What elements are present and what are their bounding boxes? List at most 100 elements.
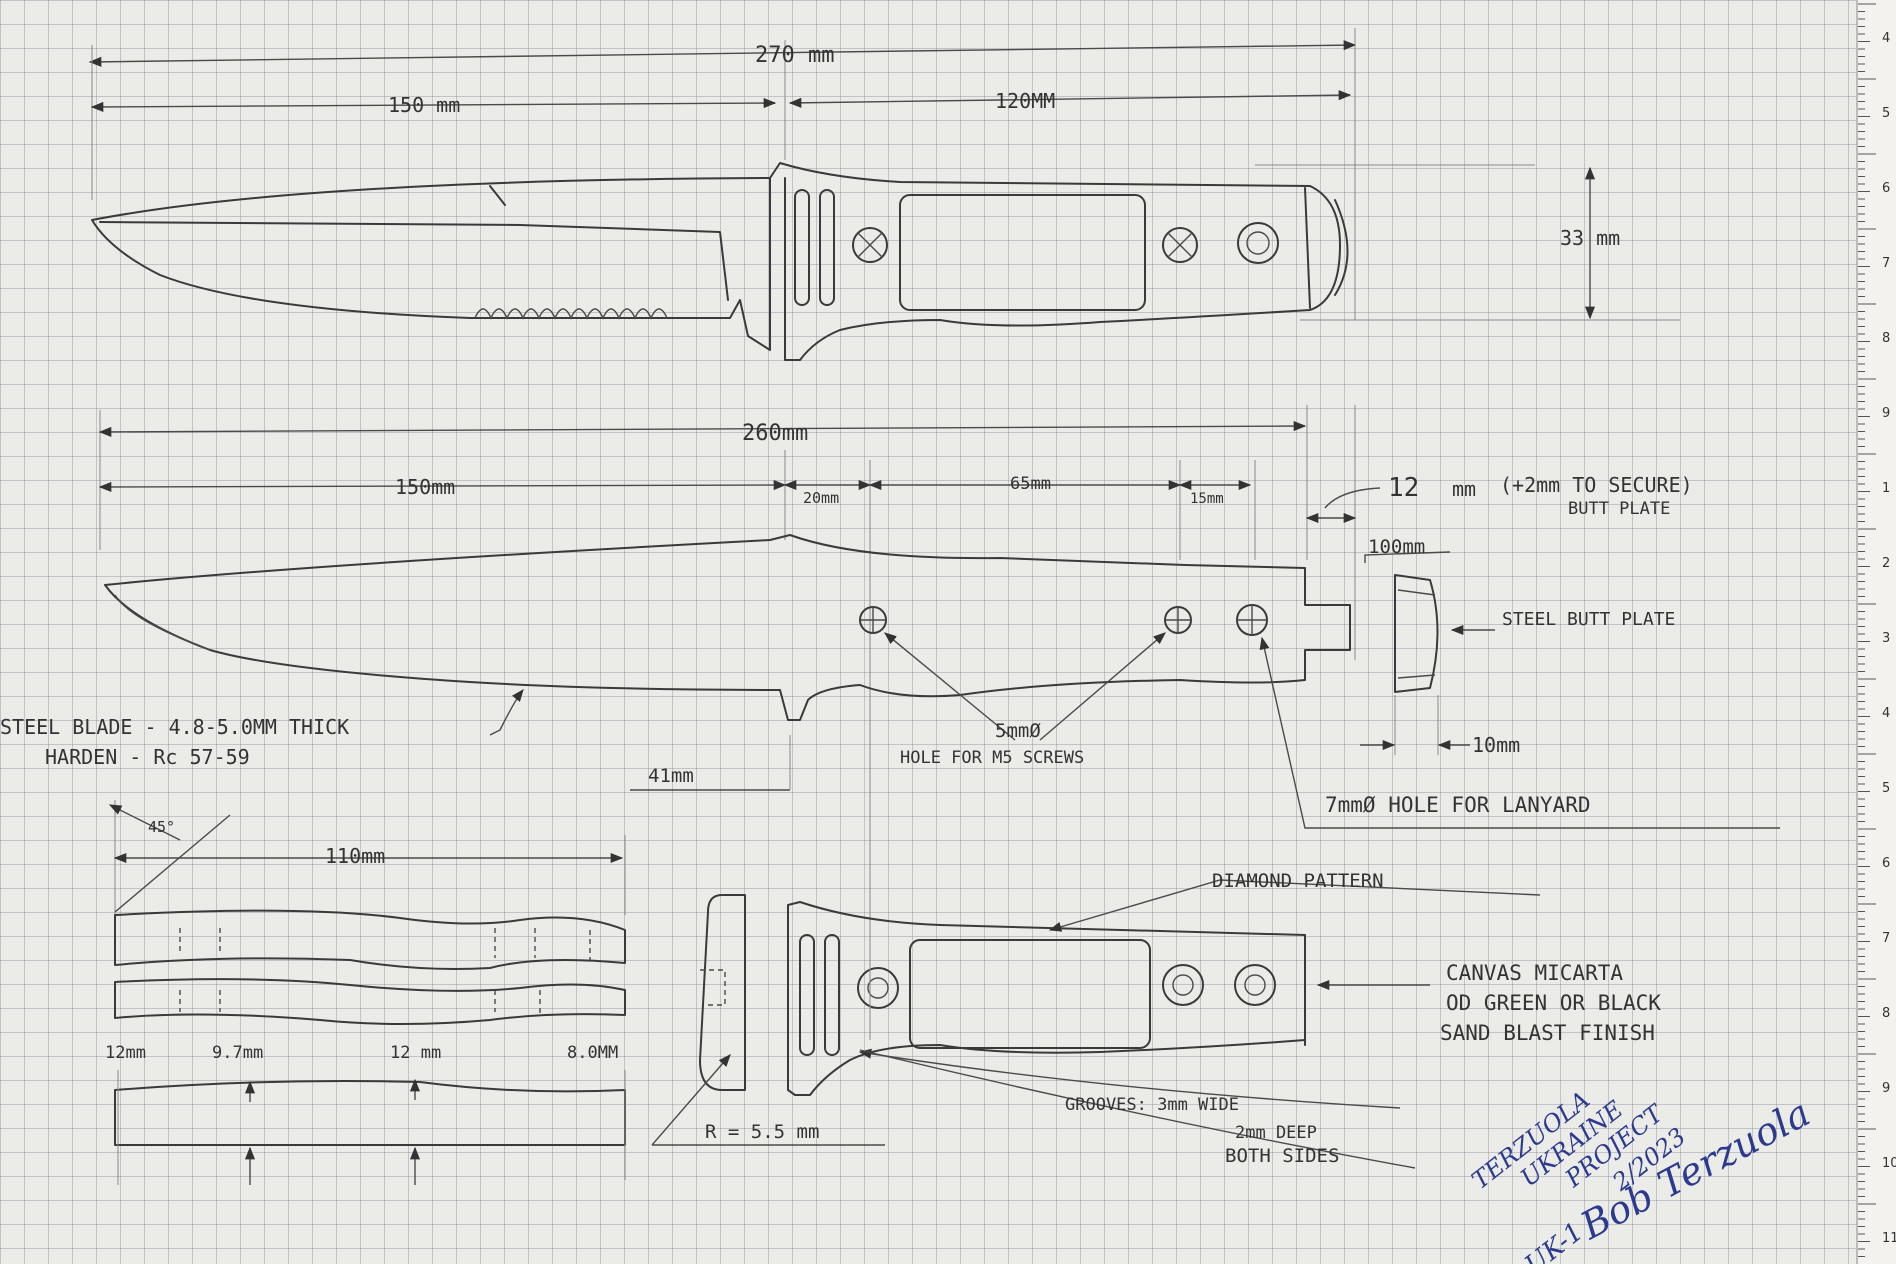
guard-detail-view (108, 800, 626, 1185)
note-butt-plate: STEEL BUTT PLATE (1502, 609, 1675, 630)
note-hole-size: 5mmØ (995, 720, 1041, 742)
hidden-lines (179, 928, 591, 1015)
note-steel-blade: STEEL BLADE - 4.8-5.0MM THICK (0, 715, 349, 739)
label-9-7mm: 9.7mm (212, 1043, 263, 1063)
edge-bevel (114, 594, 211, 651)
guard-hidden (700, 969, 726, 1006)
note-lanyard: 7mmØ HOLE FOR LANYARD (1325, 793, 1591, 817)
note-grooves-1: GROOVES: 3mm WIDE (1065, 1095, 1239, 1115)
dimension-labels: 270 mm 150 mm 120MM 33 mm 260mm 150mm 20… (105, 43, 1693, 1143)
lanyard-hole (1237, 222, 1279, 264)
assembled-knife-view (88, 28, 1680, 361)
dim-line-150 (90, 98, 777, 112)
micarta-scale (899, 194, 1146, 311)
ruler-number: 6 (1882, 856, 1890, 871)
leader-12 (1324, 487, 1381, 509)
label-100mm: 100mm (1368, 536, 1425, 558)
groove-1 (794, 189, 810, 306)
maker-stamp: TERZUOLA UKRAINE PROJECT 2/2023 UK-1 (1466, 1086, 1691, 1264)
ruler-number: 11 (1882, 1231, 1896, 1246)
label-20mm: 20mm (803, 489, 839, 507)
label-butt-note-1: (+2mm TO SECURE) (1500, 473, 1693, 497)
knife-drawing: 270 mm 150 mm 120MM 33 mm 260mm 150mm 20… (0, 28, 1817, 1264)
ruler-number: 10 (1882, 1156, 1896, 1171)
leader-100 (1364, 551, 1451, 563)
ruler-number: 9 (1882, 1081, 1890, 1096)
tang-profile-view (98, 405, 1780, 1040)
leader-hole-2 (1039, 632, 1166, 741)
note-grooves-3: BOTH SIDES (1225, 1145, 1339, 1167)
screw-2 (1162, 227, 1198, 263)
bevel-arc (108, 804, 181, 841)
label-12: 12 (1388, 473, 1419, 503)
leader-hole-1 (884, 632, 1016, 741)
label-270mm: 270 mm (755, 43, 834, 68)
thickness-profile (114, 1080, 626, 1146)
ruler-number: 5 (1882, 781, 1890, 796)
ruler-number: 9 (1882, 406, 1890, 421)
ruler-number: 1 (1882, 481, 1890, 496)
dim-line-260 (98, 421, 1307, 437)
label-45deg: 45° (148, 818, 175, 836)
label-radius: R = 5.5 mm (705, 1121, 819, 1143)
ruler-number: 5 (1882, 106, 1890, 121)
note-grooves-2: 2mm DEEP (1235, 1123, 1317, 1143)
leader-grooves-1 (858, 1048, 1401, 1109)
micarta-scale-detail (909, 939, 1151, 1049)
stamp-line-5: UK-1 (1520, 1217, 1590, 1264)
guard-end-view (699, 894, 746, 1091)
label-33mm: 33 mm (1560, 226, 1620, 250)
label-41mm: 41mm (648, 765, 694, 787)
leader-grooves-2 (859, 1049, 1416, 1169)
dim-line-120 (788, 90, 1352, 108)
note-micarta-2: OD GREEN OR BLACK (1446, 991, 1661, 1015)
label-120mm: 120MM (995, 89, 1055, 113)
dim-line-150b (98, 479, 787, 493)
note-micarta-3: SAND BLAST FINISH (1440, 1021, 1655, 1045)
label-260mm: 260mm (742, 421, 808, 446)
ruler-number: 8 (1882, 331, 1890, 346)
label-12mm-b: 12 mm (390, 1043, 441, 1063)
groove-a (799, 934, 815, 1056)
handle-detail-view (651, 879, 1541, 1169)
label-110mm: 110mm (325, 844, 385, 868)
ruler-number: 6 (1882, 181, 1890, 196)
ruler-number: 2 (1882, 556, 1890, 571)
handle-side-outline (787, 901, 1306, 1096)
serrations (474, 308, 668, 320)
dim-line-270 (88, 40, 1357, 67)
ruler-number: 4 (1882, 31, 1890, 46)
steel-butt-plate (1394, 574, 1439, 693)
lanyard-hole-detail (1234, 964, 1276, 1006)
butt-plate-side (1304, 187, 1349, 309)
note-harden: HARDEN - Rc 57-59 (45, 745, 250, 769)
label-mm: mm (1452, 477, 1476, 501)
note-labels: STEEL BLADE - 4.8-5.0MM THICK HARDEN - R… (0, 609, 1675, 1167)
groove-b (824, 934, 840, 1056)
swedge-line (489, 185, 506, 206)
guard-bottom-piece (114, 978, 626, 1025)
screw-head-2 (1162, 964, 1204, 1006)
ruler-number: 7 (1882, 931, 1890, 946)
label-15mm: 15mm (1190, 491, 1224, 507)
label-150mm-b: 150mm (395, 475, 455, 499)
screw-head-1 (857, 967, 899, 1009)
screw-1 (852, 227, 888, 263)
leader-steel-blade (489, 689, 524, 736)
blade-outline (91, 177, 771, 351)
label-65mm: 65mm (1010, 474, 1051, 494)
guard-top-piece (114, 909, 626, 970)
label-8mm: 8.0MM (567, 1043, 618, 1063)
leader-diamond (1048, 879, 1541, 932)
ruler-number: 8 (1882, 1006, 1890, 1021)
label-10mm: 10mm (1472, 733, 1520, 757)
ruler-number: 4 (1882, 706, 1890, 721)
handle-outline (769, 162, 1341, 361)
label-150mm: 150 mm (388, 93, 460, 117)
leader-radius (651, 1054, 731, 1146)
note-micarta-1: CANVAS MICARTA (1446, 961, 1623, 985)
bevel-45-line (114, 814, 231, 913)
label-butt-note-2: BUTT PLATE (1568, 499, 1670, 519)
